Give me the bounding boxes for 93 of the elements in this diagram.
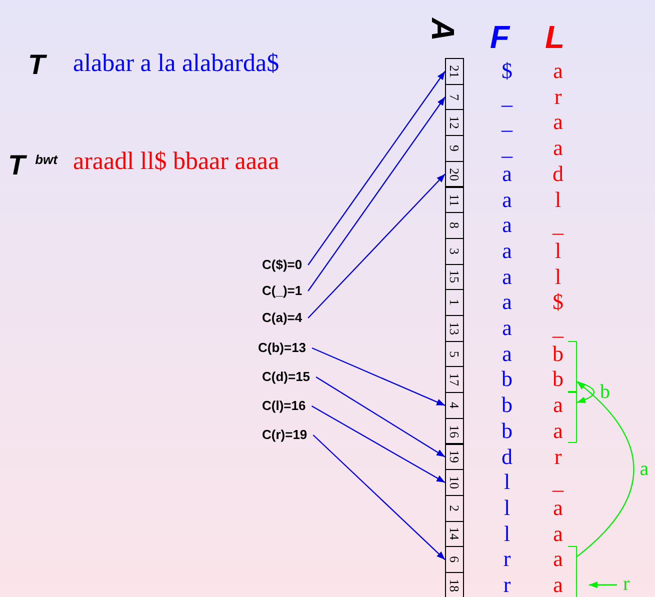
sorted-letter: a: [501, 264, 513, 290]
bwt-letter: a: [552, 392, 564, 418]
suffix-array-cell: 1: [445, 289, 464, 316]
bwt-letter: d: [552, 160, 564, 187]
suffix-array-cell: 9: [445, 135, 464, 162]
text-string: araadl ll$ bbaar aaaa: [73, 148, 280, 176]
bwt-letter: a: [552, 520, 564, 547]
bwt-letter: a: [552, 494, 564, 521]
arrow: [308, 174, 446, 318]
suffix-array-cell: 3: [445, 238, 464, 265]
bwt-letter: a: [552, 109, 564, 136]
sorted-letter: b: [500, 392, 514, 418]
bwt-letter: r: [553, 444, 563, 470]
suffix-array-cell: 5: [445, 340, 464, 368]
sorted-letter: _: [500, 84, 514, 110]
column-heading: F: [490, 20, 510, 54]
sorted-letter: _: [500, 109, 514, 136]
sorted-letter: a: [501, 186, 513, 212]
bwt-letter: a: [552, 135, 564, 162]
suffix-array-cell: 10: [445, 469, 464, 496]
suffix-array-cell: 6: [445, 546, 464, 573]
sorted-letter: r: [502, 546, 512, 572]
sorted-letter: l: [502, 520, 512, 547]
arrow: [311, 405, 446, 484]
suffix-array-cell: 15: [445, 264, 464, 290]
sorted-letter: r: [502, 572, 512, 597]
count-label: C($)=0: [262, 257, 302, 273]
bwt-letter: _: [551, 315, 565, 341]
bwt-letter: a: [552, 572, 564, 597]
arrow: [308, 71, 446, 266]
suffix-array-cell: 7: [445, 84, 464, 110]
count-label: C(_)=1: [262, 283, 302, 299]
bwt-letter: $: [552, 289, 564, 316]
suffix-array-cell: 17: [445, 366, 464, 394]
arrow: [576, 381, 634, 558]
edge-label: a: [640, 458, 649, 480]
sorted-letter: b: [500, 366, 514, 392]
bwt-letter: a: [552, 546, 564, 572]
suffix-array-cell: 8: [445, 212, 464, 239]
suffix-array-cell: 16: [445, 418, 464, 444]
range-bracket: [568, 546, 577, 597]
column-heading: A: [428, 18, 458, 42]
count-label: C(b)=13: [258, 340, 306, 356]
symbol-label: T: [28, 48, 46, 82]
sorted-letter: $: [500, 58, 514, 84]
suffix-array-cell: 12: [445, 109, 464, 136]
bwt-letter: l: [554, 264, 562, 290]
sorted-letter: l: [502, 469, 512, 496]
arrow: [312, 434, 446, 560]
sorted-letter: a: [501, 160, 513, 187]
arrow: [312, 347, 446, 406]
bwt-letter: l: [554, 186, 562, 212]
sorted-letter: _: [500, 135, 514, 162]
suffix-array-cell: 18: [445, 572, 464, 597]
suffix-array-cell: 2: [445, 494, 464, 522]
suffix-array-cell: 19: [445, 444, 464, 470]
arrow: [589, 581, 617, 588]
column-heading: L: [545, 20, 565, 54]
suffix-array-cell: 14: [445, 520, 464, 548]
sorted-letter: b: [500, 418, 514, 444]
sorted-letter: a: [501, 315, 513, 341]
sorted-letter: a: [501, 212, 513, 238]
sorted-letter: a: [501, 238, 513, 264]
count-label: C(l)=16: [262, 398, 306, 414]
bwt-letter: a: [552, 418, 564, 444]
sorted-letter: a: [501, 289, 513, 316]
arrow: [316, 376, 446, 458]
bwt-letter: a: [552, 58, 564, 84]
symbol-label: T$^{bwt}$: [8, 148, 58, 182]
bwt-letter: b: [552, 366, 564, 392]
range-bracket: [568, 392, 577, 444]
suffix-array-cell: 21: [445, 58, 464, 85]
bwt-letter: l: [554, 238, 562, 264]
count-label: C(d)=15: [262, 369, 310, 385]
suffix-array-cell: 4: [445, 392, 464, 419]
text-string: alabar a la alabarda$: [73, 50, 280, 78]
arrow: [576, 381, 595, 403]
suffix-array-cell: 11: [445, 186, 464, 214]
bwt-letter: b: [552, 340, 564, 367]
bwt-letter: _: [551, 469, 565, 496]
count-label: C(r)=19: [262, 427, 308, 443]
edge-label: r: [623, 572, 630, 595]
suffix-array-cell: 13: [445, 315, 464, 342]
arrow: [308, 96, 446, 292]
sorted-letter: l: [502, 494, 512, 521]
edge-label: b: [600, 381, 610, 404]
range-bracket: [568, 340, 577, 392]
sorted-letter: a: [501, 340, 513, 367]
bwt-letter: _: [551, 212, 565, 238]
count-label: C(a)=4: [262, 310, 302, 326]
bwt-letter: r: [553, 84, 563, 110]
suffix-array-cell: 20: [445, 160, 464, 188]
sorted-letter: d: [500, 444, 514, 470]
